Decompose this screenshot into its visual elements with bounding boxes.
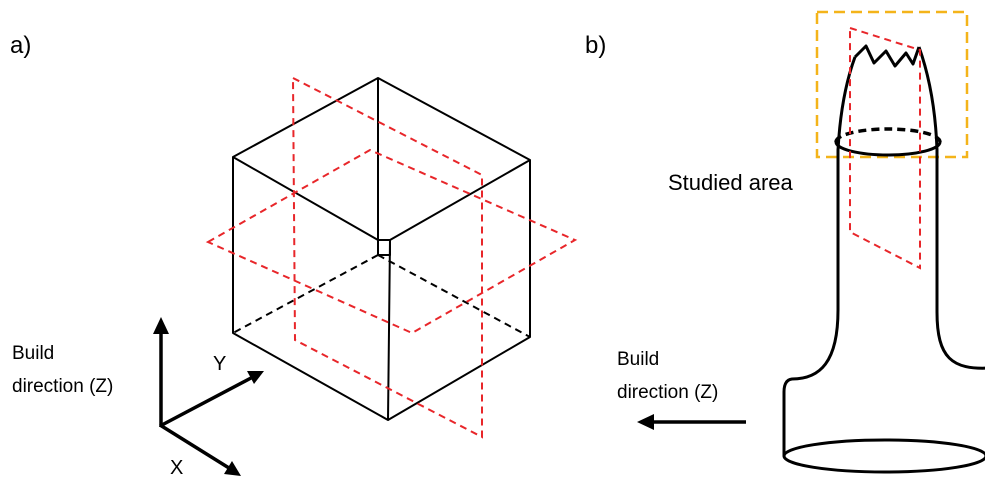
- studied-area-box: [815, 10, 969, 159]
- y-axis-label: Y: [213, 353, 226, 375]
- build-direction-b-line1: Build: [617, 349, 659, 370]
- specimen: [782, 44, 985, 474]
- specimen-right-outline: [917, 46, 985, 370]
- cube-right-face: [387, 160, 531, 421]
- base-ellipse: [782, 438, 985, 474]
- build-direction-label-line2: direction (Z): [12, 376, 113, 397]
- x-axis: [159, 423, 230, 470]
- panel-b-label: b): [585, 32, 606, 59]
- coordinate-axes: [153, 317, 264, 476]
- build-direction-arrowhead: [637, 414, 654, 430]
- cube-left-face: [232, 157, 391, 421]
- panel-a: a) Build: [10, 32, 578, 479]
- cube-hidden-edge-right: [377, 254, 531, 338]
- y-axis-arrowhead: [247, 371, 264, 384]
- cube-corner-square: [377, 239, 391, 256]
- y-axis: [159, 376, 252, 428]
- panel-b: b) Studied area Build direction (Z): [585, 10, 985, 474]
- studied-area-label: Studied area: [668, 170, 794, 195]
- x-axis-label: X: [170, 457, 183, 479]
- cross-section-ring-top: [834, 127, 942, 143]
- panel-a-label: a): [10, 32, 31, 59]
- z-axis-arrowhead: [153, 317, 169, 334]
- cube-top-face: [232, 77, 531, 241]
- build-direction-b-line2: direction (Z): [617, 382, 718, 403]
- vertical-section-plane: [291, 76, 483, 439]
- horizontal-section-plane: [205, 148, 578, 335]
- cube-hidden-edge-left: [232, 254, 379, 334]
- fracture-zigzag: [853, 44, 921, 68]
- cube: [232, 77, 531, 421]
- build-direction-label-line1: Build: [12, 343, 54, 364]
- x-axis-arrowhead: [224, 461, 241, 476]
- cross-section-ring-bottom: [834, 141, 942, 157]
- specimen-section-plane: [849, 26, 921, 270]
- specimen-left-outline: [782, 56, 857, 456]
